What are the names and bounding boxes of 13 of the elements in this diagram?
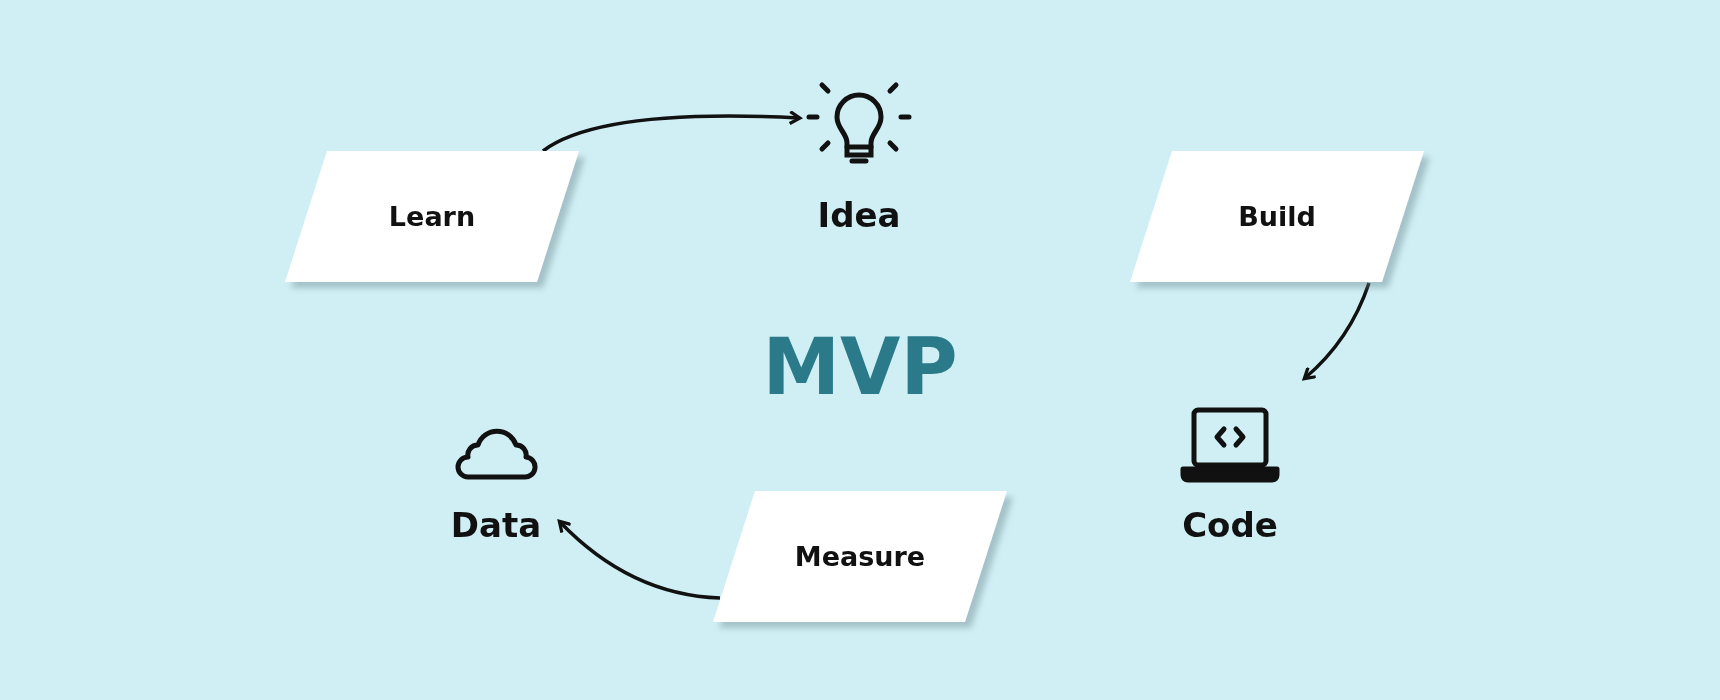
- stage-label: Code: [1181, 505, 1279, 545]
- parallelogram-box: [1130, 151, 1424, 282]
- curved-arrow: [557, 519, 721, 600]
- curved-arrow: [1302, 282, 1371, 381]
- step-label: Learn: [388, 201, 476, 232]
- parallelogram-box: [285, 151, 579, 282]
- diagram-title: MVP: [761, 322, 959, 412]
- step-label: Build: [1238, 201, 1316, 232]
- stage-label: Data: [449, 505, 543, 545]
- curved-arrow: [542, 110, 802, 153]
- stage-label: Idea: [816, 195, 902, 235]
- parallelogram-box: [713, 491, 1007, 622]
- step-label: Measure: [794, 541, 926, 572]
